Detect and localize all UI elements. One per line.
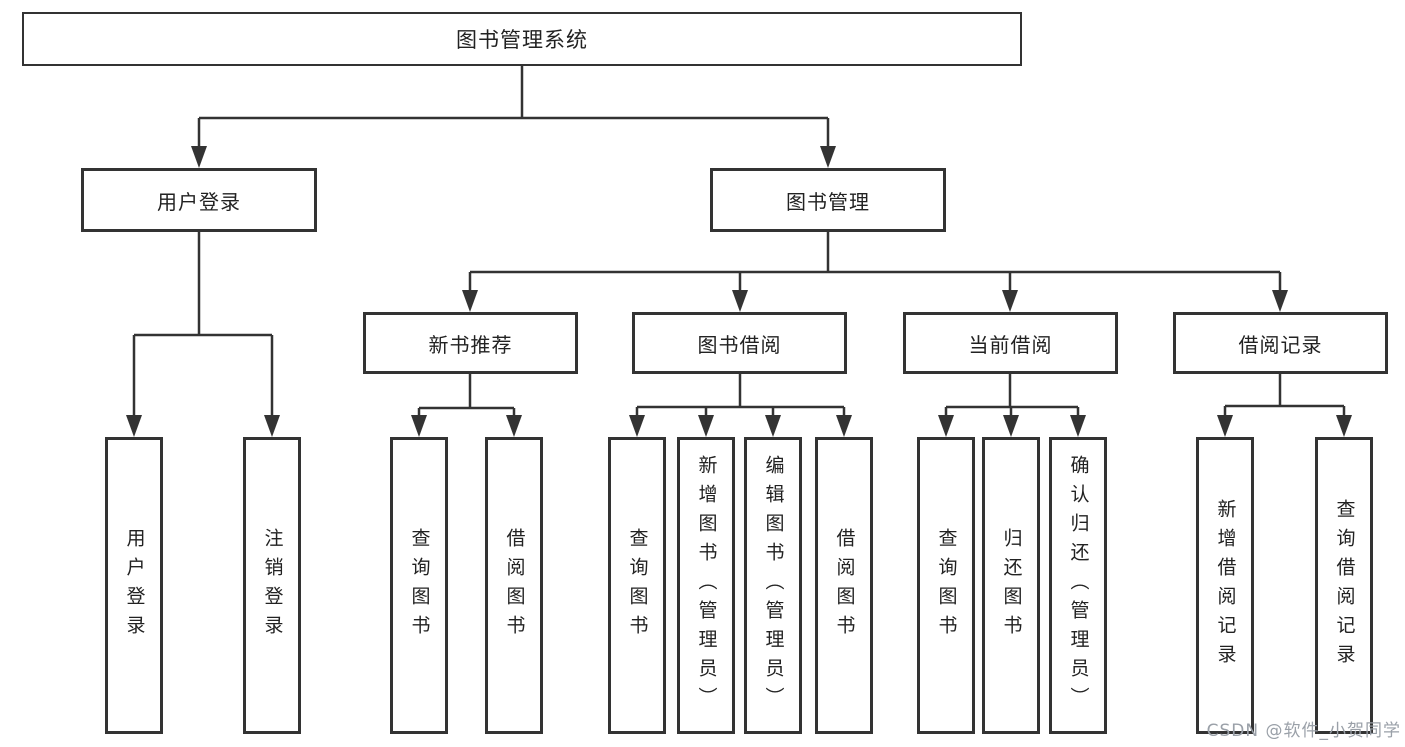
node-user-login: 用户登录 xyxy=(81,168,317,232)
leaf-current-return: 归还图书 xyxy=(982,437,1040,734)
node-book-mgmt: 图书管理 xyxy=(710,168,946,232)
leaf-user-login: 用户登录 xyxy=(105,437,163,734)
node-root-label: 图书管理系统 xyxy=(456,28,588,52)
leaf-borrow-add-admin-label: 新增图书（管理员） xyxy=(695,455,718,716)
node-book-borrow-label: 图书借阅 xyxy=(697,332,782,357)
leaf-current-return-label: 归还图书 xyxy=(1000,527,1023,644)
leaf-newbooks-query: 查询图书 xyxy=(390,437,448,734)
node-root-system: 图书管理系统 xyxy=(22,12,1022,66)
node-current-borrow-label: 当前借阅 xyxy=(968,332,1053,357)
leaf-user-login-label: 用户登录 xyxy=(123,527,146,644)
leaf-records-query: 查询借阅记录 xyxy=(1315,437,1373,734)
node-borrow-records-label: 借阅记录 xyxy=(1238,332,1323,357)
node-book-borrow: 图书借阅 xyxy=(632,312,847,374)
arrowheads xyxy=(126,146,1352,437)
node-new-books: 新书推荐 xyxy=(363,312,578,374)
node-borrow-records: 借阅记录 xyxy=(1173,312,1388,374)
node-user-login-label: 用户登录 xyxy=(157,189,241,214)
leaf-borrow-query-label: 查询图书 xyxy=(626,527,649,644)
leaf-newbooks-query-label: 查询图书 xyxy=(408,527,431,644)
leaf-logout-label: 注销登录 xyxy=(261,527,284,644)
leaf-newbooks-borrow: 借阅图书 xyxy=(485,437,543,734)
leaf-borrow-book-label: 借阅图书 xyxy=(833,527,856,644)
leaf-borrow-book: 借阅图书 xyxy=(815,437,873,734)
leaf-current-query-label: 查询图书 xyxy=(935,527,958,644)
node-book-mgmt-label: 图书管理 xyxy=(786,189,870,214)
leaf-borrow-edit-admin-label: 编辑图书（管理员） xyxy=(762,455,785,716)
leaf-records-add-label: 新增借阅记录 xyxy=(1214,498,1237,673)
csdn-watermark: CSDN @软件_小贺同学 xyxy=(1206,721,1401,741)
leaf-current-query: 查询图书 xyxy=(917,437,975,734)
leaf-records-query-label: 查询借阅记录 xyxy=(1333,498,1356,673)
leaf-borrow-query: 查询图书 xyxy=(608,437,666,734)
leaf-records-add: 新增借阅记录 xyxy=(1196,437,1254,734)
leaf-current-confirm-admin-label: 确认归还（管理员） xyxy=(1067,455,1090,716)
leaf-current-confirm-admin: 确认归还（管理员） xyxy=(1049,437,1107,734)
leaf-newbooks-borrow-label: 借阅图书 xyxy=(503,527,526,644)
node-new-books-label: 新书推荐 xyxy=(428,332,513,357)
leaf-borrow-add-admin: 新增图书（管理员） xyxy=(677,437,735,734)
leaf-borrow-edit-admin: 编辑图书（管理员） xyxy=(744,437,802,734)
node-current-borrow: 当前借阅 xyxy=(903,312,1118,374)
leaf-logout: 注销登录 xyxy=(243,437,301,734)
